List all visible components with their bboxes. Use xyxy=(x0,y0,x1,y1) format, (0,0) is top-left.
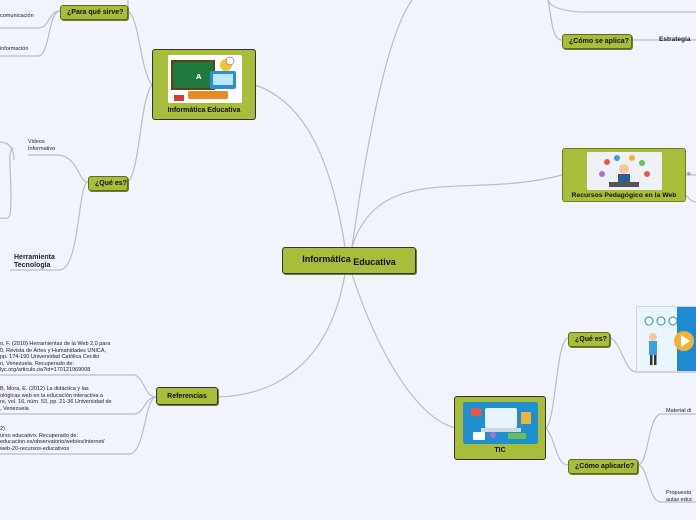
reference-1[interactable]: o, F. (2010) Herramientas de la Web 2.0 … xyxy=(0,341,110,374)
tic-label: TIC xyxy=(494,447,506,454)
svg-text:A: A xyxy=(196,73,202,81)
reference-2[interactable]: B. Mora, E. (2012) La didáctica y las ol… xyxy=(0,386,112,412)
recursos-pedagogicos-card[interactable]: Recursos Pedagógico en la Web xyxy=(562,148,686,202)
ref1-line2: 0. Revista de Artes y Humanidades UNICA, xyxy=(0,347,107,354)
tic-concept-image[interactable] xyxy=(636,306,696,372)
link-para-que xyxy=(127,10,153,86)
ref1-line4: o, Venezuela. Recuperado de: xyxy=(0,360,75,367)
que-es-left-node[interactable]: ¿Qué es? xyxy=(88,176,128,191)
ref1-line1: o, F. (2010) Herramientas de la Web 2.0 … xyxy=(0,341,111,347)
ref2-line4: , Venezuela xyxy=(0,405,29,412)
tic-illustration xyxy=(463,402,538,444)
link-informatica-card xyxy=(254,84,346,248)
recursos-label: Recursos Pedagógico en la Web xyxy=(571,192,677,199)
leaf-material[interactable]: Material di xyxy=(666,408,692,414)
link-tic xyxy=(351,273,457,429)
que-es-right-node[interactable]: ¿Qué es? xyxy=(568,332,610,347)
link-icon[interactable]: ⚭ xyxy=(686,171,692,178)
ref1-line3: pp. 174-190 Universidad Católica Cecilio xyxy=(0,354,100,361)
como-se-aplica-node[interactable]: ¿Cómo se aplica? xyxy=(562,34,632,49)
classroom-illustration: A xyxy=(168,55,242,103)
ref3-line4: web-20-recursos-educativos xyxy=(0,445,70,452)
videos-line-1: Videos xyxy=(28,139,45,145)
link-top-right xyxy=(351,0,413,248)
leaf-videos[interactable]: Videos Informativo xyxy=(28,139,55,152)
central-topic[interactable]: Informática Educativa xyxy=(282,247,416,274)
videos-line-2: Informativo xyxy=(28,145,56,152)
link-que-es-left xyxy=(127,84,153,183)
tic-card[interactable]: TIC xyxy=(454,396,546,460)
ref2-line3: re, vol. 16, núm. 53, pp. 21-36 Universi… xyxy=(0,399,112,406)
informatica-educativa-card[interactable]: A Informática Educativa xyxy=(152,49,256,120)
informatica-educativa-label: Informática Educativa xyxy=(167,107,241,114)
referencias-node[interactable]: Referencias xyxy=(156,387,218,405)
herramienta-line-1: Herramienta xyxy=(14,254,55,261)
leaf-comunicacion[interactable]: comunicación xyxy=(0,13,34,19)
herramienta-line-2: Tecnología xyxy=(14,262,51,269)
leaf-propuestas[interactable]: Propuesta aulas educ xyxy=(666,490,693,503)
link-recursos xyxy=(351,174,563,248)
propuestas-line-1: Propuesta xyxy=(666,490,692,496)
leaf-estrategias[interactable]: Estrategia xyxy=(659,36,691,43)
ref2-line2: ológicas web en la educación interactiva… xyxy=(0,392,104,399)
central-word-2: Educativa xyxy=(353,257,396,267)
leaf-informacion[interactable]: información xyxy=(0,46,29,52)
propuestas-line-2: aulas educ xyxy=(666,496,693,503)
link-referencias xyxy=(217,273,346,398)
ref1-line5: lyc.org/articulo.oa?id=170121969008 xyxy=(0,367,91,374)
para-que-sirve-node[interactable]: ¿Para qué sirve? xyxy=(60,5,128,20)
como-aplicarlo-node[interactable]: ¿Cómo aplicarlo? xyxy=(568,459,638,474)
resources-illustration xyxy=(587,152,662,190)
ref3-line3: educacion.es/observatorio/web/es/interne… xyxy=(0,439,105,446)
ref2-line1: B. Mora, E. (2012) La didáctica y las xyxy=(0,386,89,392)
central-word-1: Informática xyxy=(302,254,351,264)
ref3-line2: urso educativo. Recuperado de: xyxy=(0,432,78,439)
ref3-line1: 2) xyxy=(0,426,5,432)
leaf-herramienta[interactable]: Herramienta Tecnología xyxy=(14,254,55,270)
reference-3[interactable]: 2) urso educativo. Recuperado de: educac… xyxy=(0,426,105,452)
